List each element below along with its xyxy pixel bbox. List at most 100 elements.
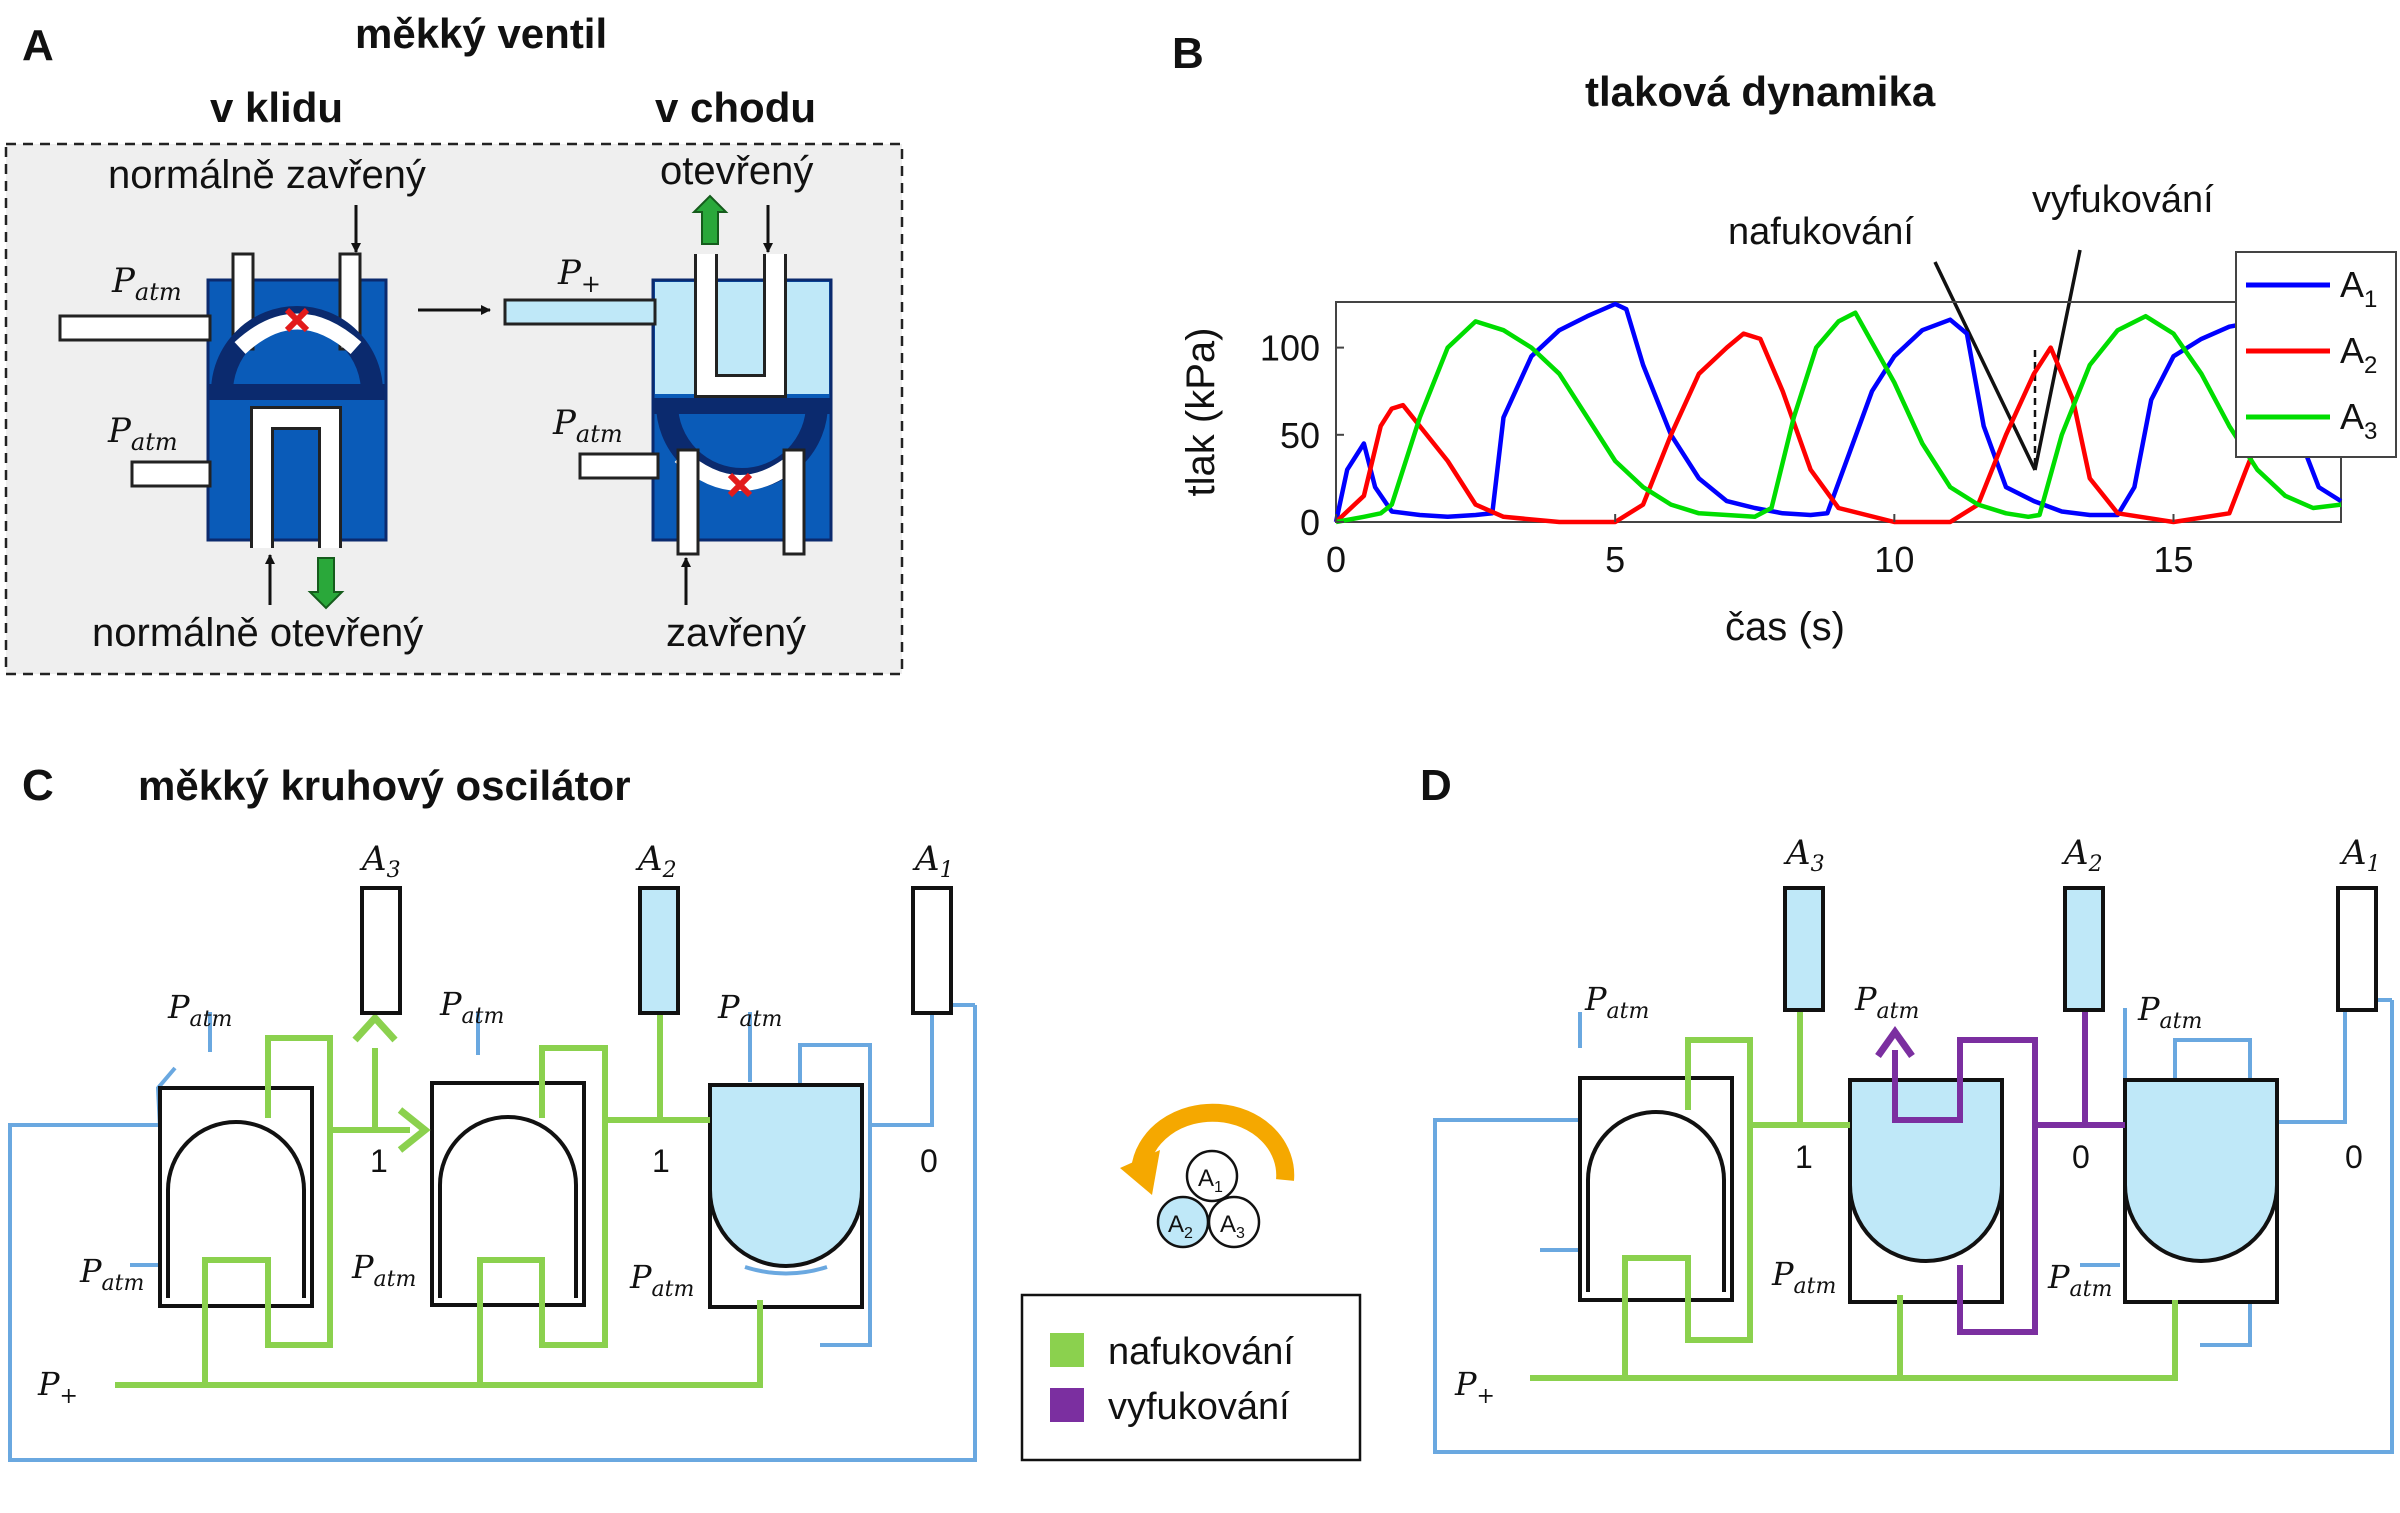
valve-membrane [438,1115,578,1298]
y-axis: 0 50 100 [1260,328,1344,543]
valve-1 [158,1086,314,1308]
svg-text:A3: A3 [1783,833,1825,877]
series-line-a3 [1335,310,2342,525]
valve-2 [430,1081,586,1307]
closed-label: zavřený [666,611,806,655]
inflate-swatch [1050,1333,1084,1367]
green-pipes [115,1015,763,1388]
supply-line [1530,1300,2178,1381]
deflate-annotation: vyfukování [2032,179,2214,221]
closed-x-icon [284,307,310,333]
pipe [1622,1037,1753,1378]
x-tick-label: 5 [1605,539,1625,580]
cycle-arrow-head-icon [1120,1150,1160,1195]
x-tick-label: 15 [2153,539,2193,580]
panel-d: D [1420,761,2394,1454]
series-line-a1 [1333,301,2343,523]
bottom-port [578,452,660,480]
valve-inflated-membrane [1848,1078,2004,1263]
actuator-a2 [638,886,680,1015]
svg-text:A3: A3 [359,839,401,883]
svg-text:A1: A1 [2339,833,2381,877]
svg-text:Patm: Patm [107,411,178,456]
valve-membrane [1586,1110,1726,1292]
svg-text:Patm: Patm [629,1258,694,1302]
svg-text:Patm: Patm [2047,1258,2112,1302]
svg-text:P+: P+ [557,253,601,298]
inflate-pointer [1933,261,2037,471]
svg-text:Patm: Patm [717,988,782,1032]
no-label: normálně otevřený [92,611,423,655]
pipe [2035,1010,2125,1128]
pplus-symbol: P+ [1454,1365,1495,1409]
pplus-symbol: P+ [37,1365,78,1409]
legend-label-a2: A2 [2340,330,2377,379]
valve-inflated-membrane [2123,1078,2279,1263]
closed-x-icon [727,472,753,498]
actuator-a2 [2063,886,2105,1012]
state-2: 1 [652,1143,670,1179]
svg-text:A2: A2 [2061,833,2103,877]
svg-text:Patm: Patm [2137,990,2202,1034]
series-line-a2 [1334,331,2344,525]
panel-d-letter: D [1420,761,1452,810]
actuator-a3 [1783,886,1825,1012]
valve-frame [430,1081,586,1307]
membrane-base [653,398,831,414]
panel-b: B tlaková dynamika nafukování vyfukování… [1172,29,2397,649]
pipe [605,1015,710,1123]
valve-at-rest [58,205,388,610]
actuator-a3 [360,886,402,1015]
svg-text:Patm: Patm [1771,1255,1836,1299]
a1-node [1185,1149,1239,1203]
x-tick-label: 0 [1326,539,1346,580]
valve-seal [744,1265,828,1276]
y-tick-label: 100 [1260,328,1320,369]
nc-label: normálně zavřený [108,153,426,197]
valve-frame [158,1086,314,1308]
actuator-a1 [2336,886,2378,1012]
state-1: 1 [370,1143,388,1179]
state-3: 0 [920,1143,938,1179]
svg-text:Patm: Patm [552,403,623,448]
svg-text:Patm: Patm [79,1252,144,1296]
patm-symbol: Patm [629,1258,694,1302]
state-1: 1 [1795,1139,1813,1175]
state-3: 0 [2345,1139,2363,1175]
pipe [202,1035,333,1385]
svg-text:A2: A2 [635,839,677,883]
valve-inflated-membrane [708,1083,864,1268]
panel-c-letter: C [22,761,54,810]
panel-c: C měkký kruhový oscilátor [8,761,977,1462]
circuit-legend: nafukování vyfukování [1020,1293,1362,1462]
purple-pipes [1892,1010,2125,1335]
svg-text:Patm: Patm [439,985,504,1029]
patm-symbol: Patm [2137,990,2202,1034]
valve-3 [2123,1078,2279,1304]
green-up-arrow-icon [352,1012,398,1043]
u-tube-bottom [253,409,339,548]
valve-running [503,194,833,605]
patm-symbol: Patm [107,411,178,456]
inflate-annotation: nafukování [1728,211,1914,253]
x-tick-label: 10 [1874,539,1914,580]
y-tick-label: 50 [1280,415,1320,456]
u-tube-top [697,254,784,395]
svg-text:Patm: Patm [1584,980,1649,1024]
y-tick-label: 0 [1300,502,1320,543]
valve-3 [708,1083,864,1309]
valve-1 [1578,1076,1734,1302]
label-a2: A2 [2061,833,2103,877]
bottom-right-tube [782,448,806,556]
patm-symbol: Patm [351,1248,416,1292]
patm-symbol: Patm [439,985,504,1029]
deflate-path [1892,1037,2038,1335]
pipe [477,1045,608,1385]
purple-up-arrow-icon [1875,1025,1915,1059]
svg-text:P+: P+ [37,1365,78,1409]
opened-label: otevřený [660,149,813,193]
bottom-left-tube [676,448,700,556]
legend-deflate: vyfukování [1108,1386,1290,1428]
membrane-base [208,384,386,400]
